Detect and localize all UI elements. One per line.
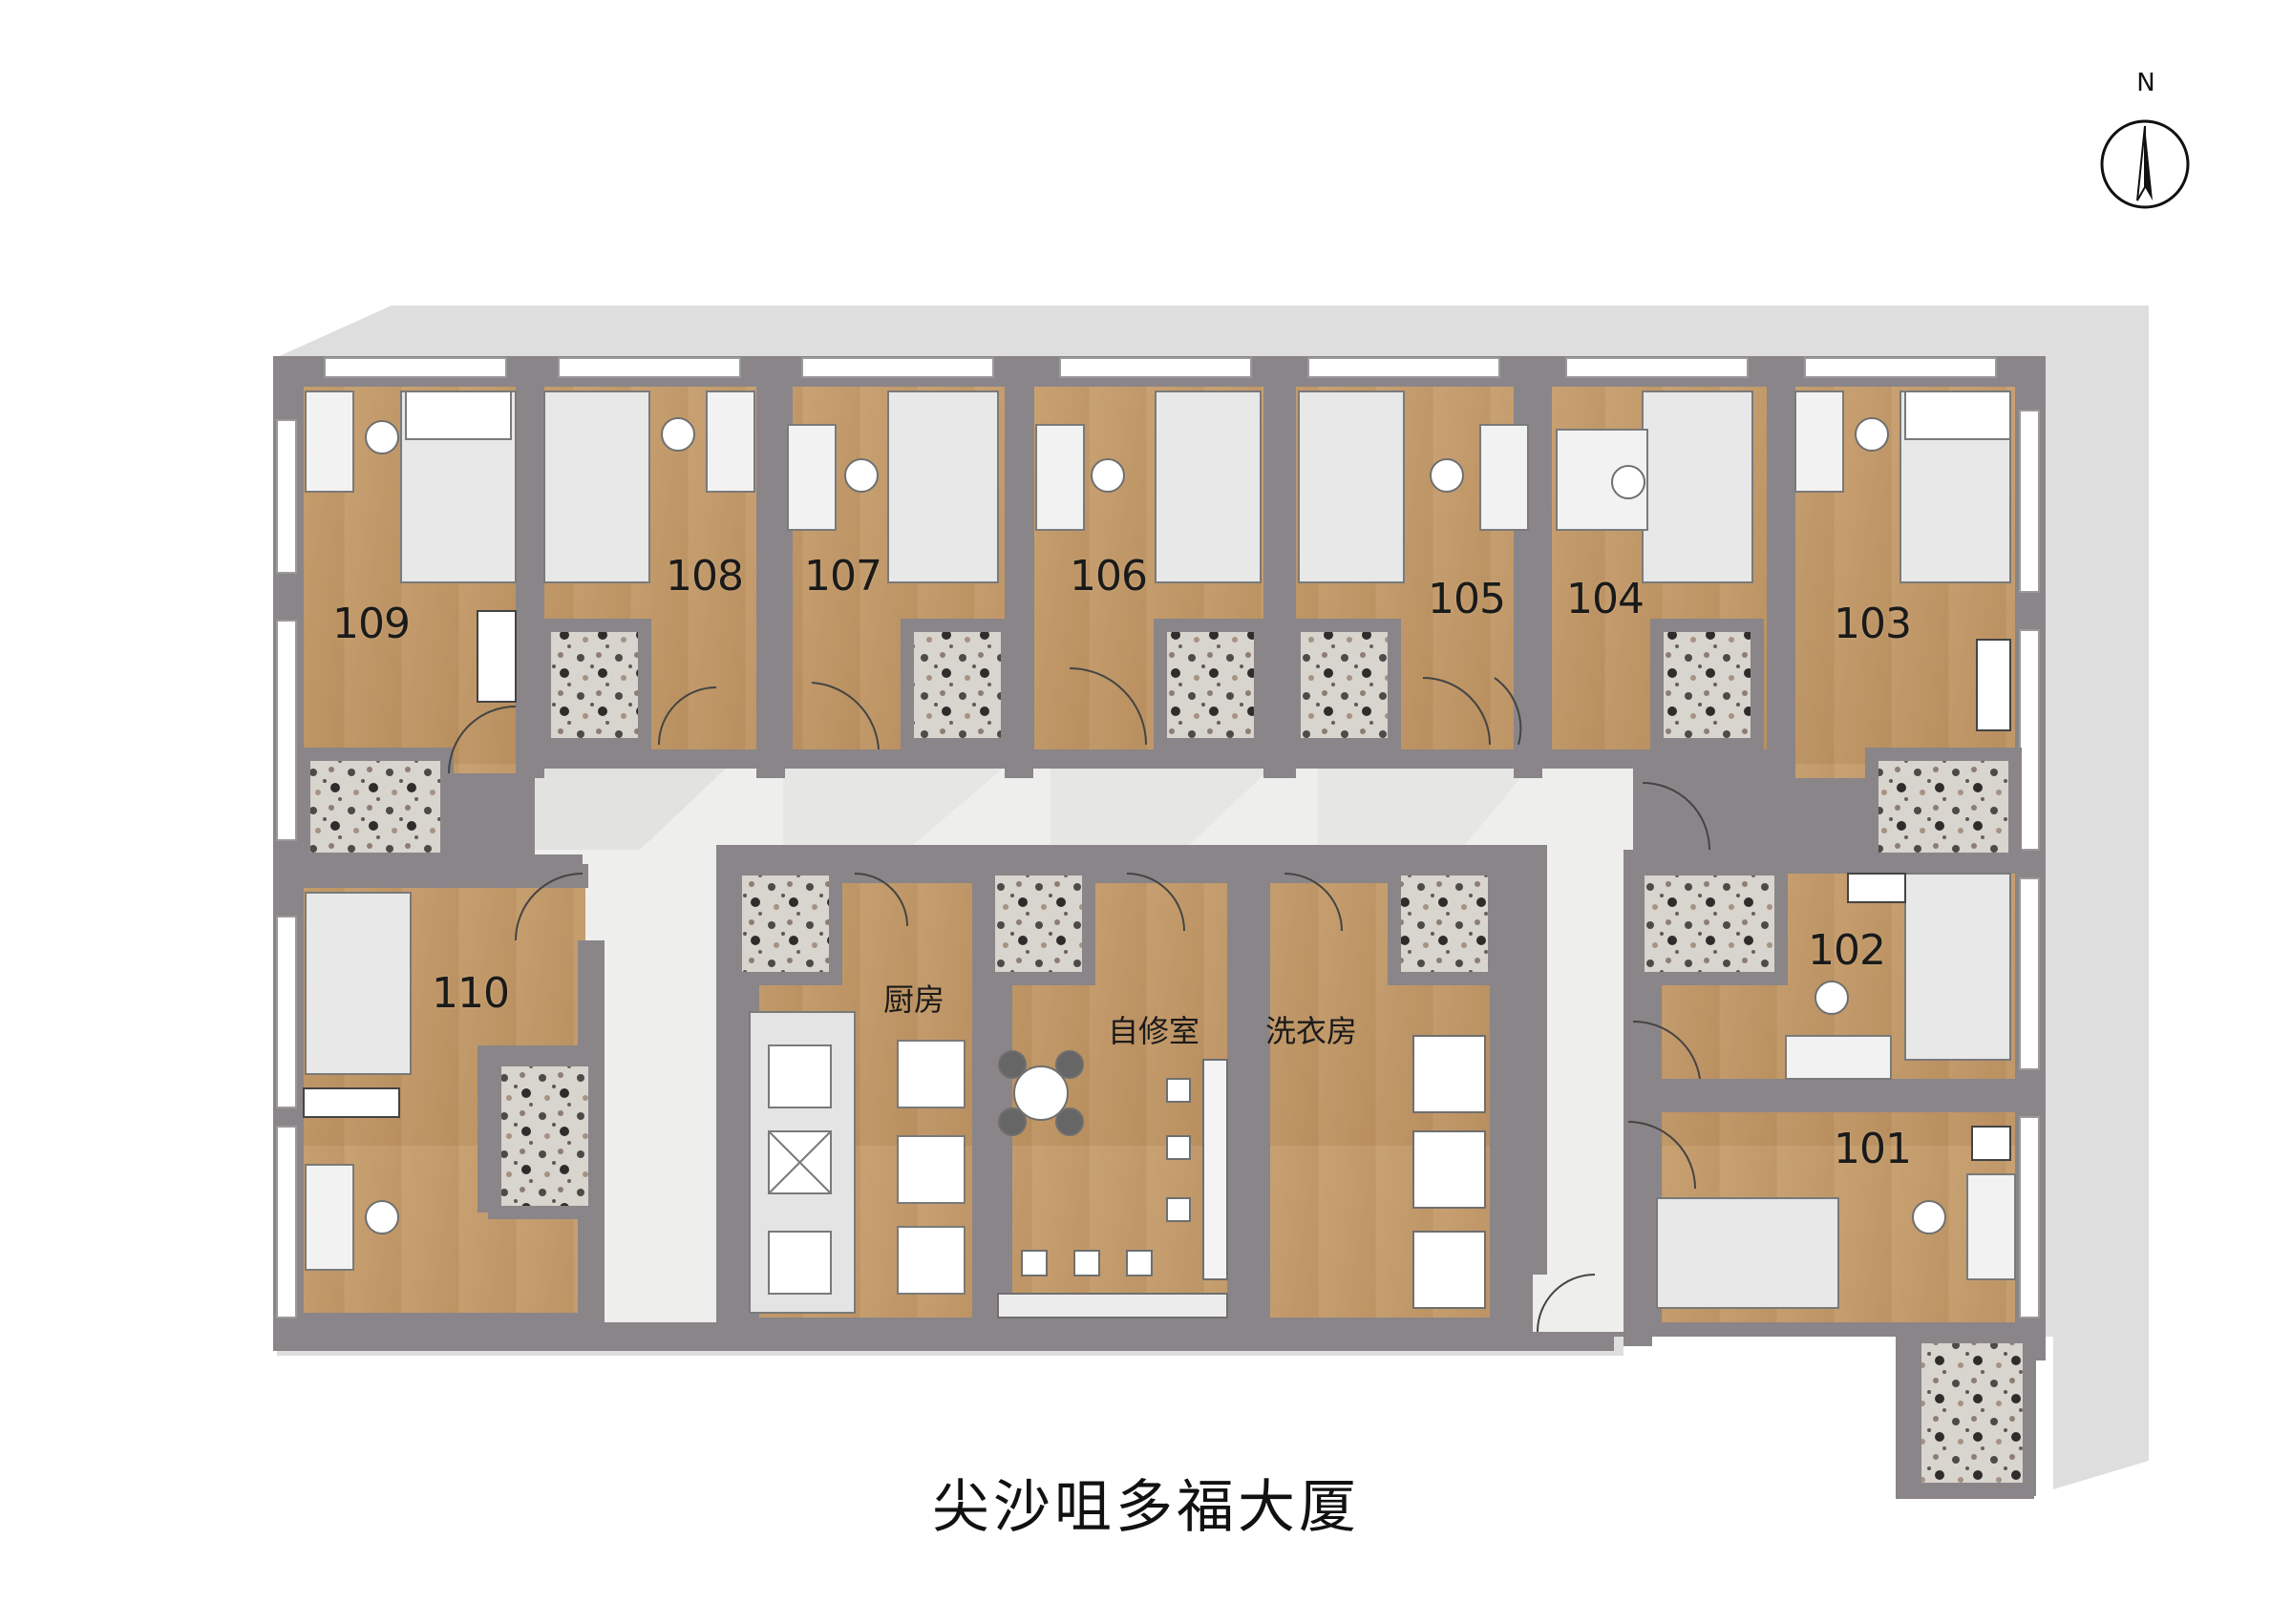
room-108-label: 108 [666,552,744,601]
laundry-room-label: 洗衣房 [1265,1013,1358,1049]
room-103-label: 103 [1834,600,1912,648]
room-106-label: 106 [1070,552,1148,601]
study-furniture [997,1050,1228,1318]
kitchen-label: 厨房 [883,981,945,1018]
chairs [365,417,1946,1234]
washing-machines [1412,1035,1486,1309]
bathrooms [297,619,2036,1496]
door-swings [448,667,1710,1333]
north-label: N [2136,69,2155,97]
room-110-label: 110 [432,969,510,1018]
room-109-label: 109 [332,600,411,648]
north-arrow-icon [2100,119,2190,209]
study-room-label: 自修室 [1108,1013,1200,1049]
beds [305,390,2011,1309]
room-107-label: 107 [804,552,882,601]
building-title: 尖沙咀多福大厦 [932,1474,1360,1541]
windows [276,357,2040,1318]
room-101-label: 101 [1834,1125,1912,1173]
corridor [535,769,1633,1332]
room-104-label: 104 [1566,575,1645,623]
room-102-label: 102 [1808,926,1886,975]
kitchen-counter [749,1011,966,1314]
room-105-label: 105 [1428,575,1506,623]
wardrobes [303,610,2011,1161]
